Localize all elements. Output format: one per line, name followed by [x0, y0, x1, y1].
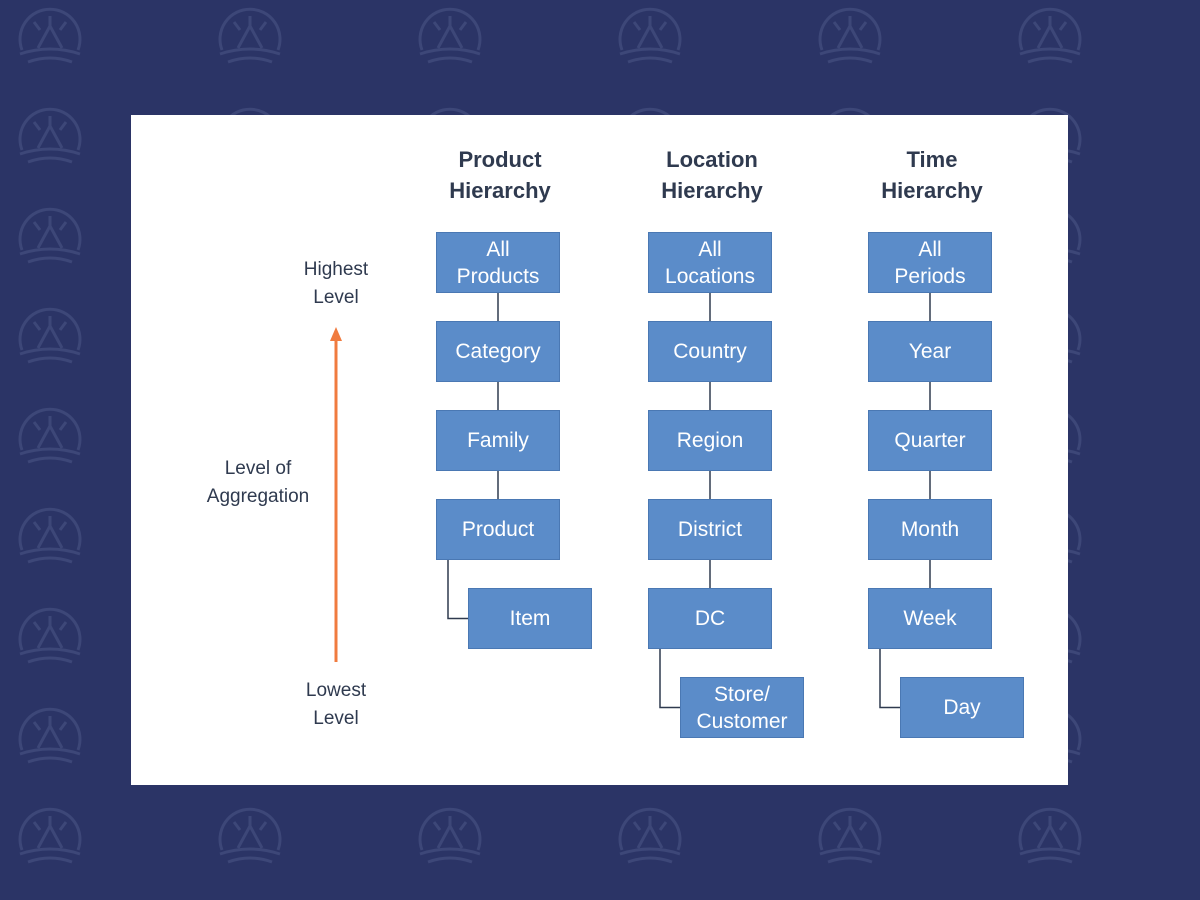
box-label-line: Country [673, 340, 747, 363]
box-label: DC [695, 605, 725, 632]
location-title-line: Location [666, 147, 758, 172]
highest-level-label: Highest Level [256, 256, 416, 312]
location-level-region-box: Region [648, 410, 772, 471]
background-logo-icon [818, 7, 882, 64]
box-label: Item [510, 605, 551, 632]
box-label-line: District [677, 518, 743, 541]
box-label-line: Products [456, 264, 540, 288]
box-label: Store/Customer [696, 681, 787, 735]
product-level-family-box: Family [436, 410, 560, 471]
location-level-store-customer-box: Store/Customer [680, 677, 804, 738]
background-logo-icon [418, 807, 482, 864]
box-label-line: Customer [696, 709, 788, 733]
box-label: Country [673, 338, 747, 365]
background-logo-icon [618, 7, 682, 64]
box-label: District [678, 516, 742, 543]
background-logo-icon [18, 607, 82, 664]
background-logo-icon [418, 7, 482, 64]
location-level-dc-box: DC [648, 588, 772, 649]
product-level-item-box: Item [468, 588, 592, 649]
background-logo-icon [18, 107, 82, 164]
background-logo-icon [218, 7, 282, 64]
box-label: Year [909, 338, 951, 365]
box-label: Quarter [894, 427, 965, 454]
time-level-quarter-box: Quarter [868, 410, 992, 471]
location-level-district-box: District [648, 499, 772, 560]
product-title-line: Product [458, 147, 542, 172]
box-label-line: All [918, 237, 942, 261]
box-label-line: Month [900, 518, 960, 541]
box-label-line: DC [694, 607, 726, 630]
time-level-month-box: Month [868, 499, 992, 560]
box-label-line: Family [467, 429, 529, 452]
background-logo-icon [18, 7, 82, 64]
lowest-level-line-1: Lowest [305, 680, 367, 701]
product-level-product-box: Product [436, 499, 560, 560]
background-logo-icon [18, 407, 82, 464]
background-logo-icon [618, 807, 682, 864]
box-label: Day [943, 694, 980, 721]
box-label-line: Quarter [894, 429, 966, 452]
box-label: Region [677, 427, 744, 454]
background-logo-icon [1018, 7, 1082, 64]
lowest-level-label: Lowest Level [256, 677, 416, 733]
product-level-category-box: Category [436, 321, 560, 382]
box-label-line: Day [943, 696, 981, 719]
box-label-line: Locations [665, 264, 755, 288]
location-level-country-box: Country [648, 321, 772, 382]
time-level-year-box: Year [868, 321, 992, 382]
box-label: Month [901, 516, 959, 543]
background-logo-icon [18, 707, 82, 764]
highest-level-line-2: Level [313, 287, 359, 308]
location-title-line: Hierarchy [661, 178, 763, 203]
box-label-line: Product [461, 518, 535, 541]
background-logo-icon [18, 807, 82, 864]
background-logo-icon [18, 207, 82, 264]
box-label-line: All [698, 237, 722, 261]
aggregation-line-1: Level of [224, 458, 292, 479]
box-label-line: Item [509, 607, 551, 630]
background-logo-icon [818, 807, 882, 864]
box-label-line: Region [676, 429, 744, 452]
time-title-line: Time [906, 147, 958, 172]
box-label-line: Periods [894, 264, 966, 288]
aggregation-line-2: Aggregation [206, 486, 310, 507]
box-label: Week [903, 605, 956, 632]
product-title-line: Hierarchy [449, 178, 551, 203]
time-level-day-box: Day [900, 677, 1024, 738]
time-title-line: Hierarchy [881, 178, 983, 203]
background-logo-icon [18, 507, 82, 564]
background-logo-icon [218, 807, 282, 864]
box-label-line: Store/ [713, 682, 771, 706]
time-level-week-box: Week [868, 588, 992, 649]
box-label-line: Category [455, 340, 541, 363]
box-label-line: All [486, 237, 510, 261]
box-label-line: Year [908, 340, 952, 363]
lowest-level-line-2: Level [313, 708, 359, 729]
background-logo-icon [18, 307, 82, 364]
box-label: Product [462, 516, 534, 543]
box-label-line: Week [903, 607, 957, 630]
highest-level-line-1: Highest [303, 259, 369, 280]
box-label: Category [455, 338, 540, 365]
level-of-aggregation-label: Level of Aggregation [178, 455, 338, 511]
background-logo-icon [1018, 807, 1082, 864]
box-label: Family [467, 427, 529, 454]
